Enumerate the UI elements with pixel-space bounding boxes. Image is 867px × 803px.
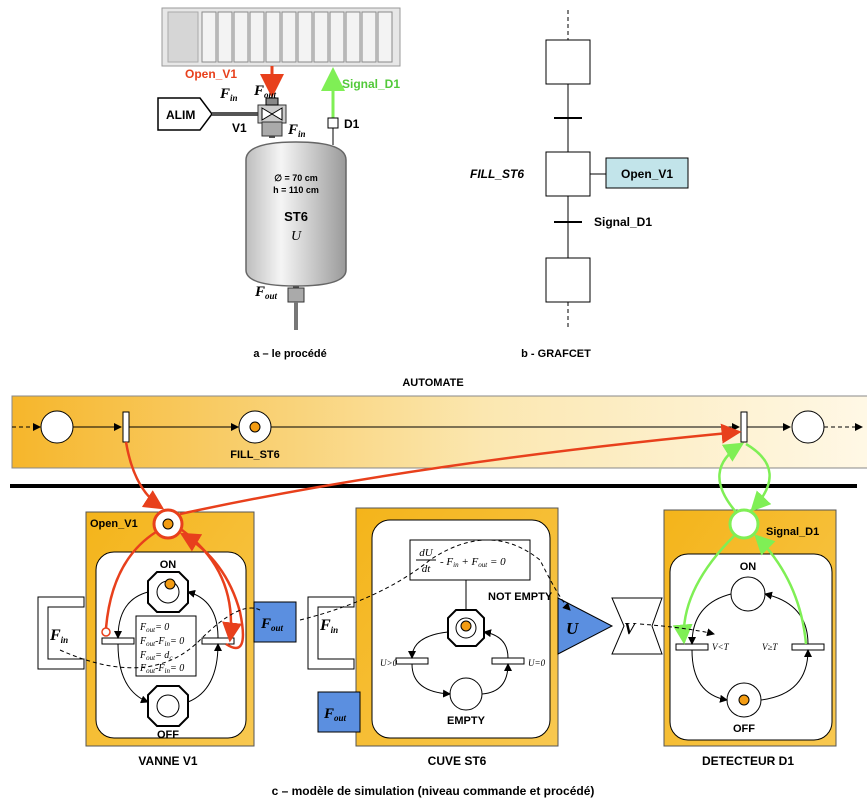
cuve-eq-den: dt — [422, 563, 432, 575]
svg-text:Fin: Fin — [49, 627, 68, 645]
d1-label: D1 — [344, 117, 360, 131]
vanne-fout-output: Fout — [253, 601, 297, 643]
valve-v1 — [257, 97, 287, 138]
vanne-on-state — [147, 571, 189, 613]
vanne-transition-left — [101, 637, 135, 645]
detecteur-t2-label: V≥T — [762, 642, 778, 652]
tank-name: ST6 — [284, 209, 308, 224]
automate-transition-2 — [740, 411, 748, 443]
svg-text:Fout: Fout — [323, 706, 347, 723]
d1-sensor — [327, 117, 339, 129]
signal-d1-label: Signal_D1 — [342, 77, 400, 91]
cuve-fout-input: Fout — [317, 691, 361, 733]
grafcet-step-label: FILL_ST6 — [470, 167, 524, 181]
fin-label-b: Fin — [287, 122, 306, 139]
caption-a: a – le procédé — [253, 348, 326, 360]
fin-label-a: Fin — [219, 86, 238, 103]
detecteur-signal-place — [728, 508, 760, 540]
detecteur-on-state — [730, 576, 766, 612]
cuve-eq-rest: - Fin + Fout = 0 — [440, 556, 506, 569]
detecteur-d1-panel: Signal_D1 ON OFF V<T V≥T DETECTEUR D1 — [663, 508, 837, 768]
cuve-transition-right — [491, 657, 525, 665]
fout-label-a: Fout — [253, 83, 277, 100]
detecteur-transition-left — [675, 643, 709, 651]
vanne-place-label: Open_V1 — [90, 518, 138, 530]
caption-vanne: VANNE V1 — [138, 754, 197, 768]
automate-band: AUTOMATE FILL_ST6 — [11, 377, 867, 469]
detecteur-place-label: Signal_D1 — [766, 526, 819, 538]
v1-label: V1 — [232, 121, 247, 135]
process-schematic: Open_V1 Signal_D1 ALIM Fin Fout V1 Fin D… — [157, 7, 401, 360]
alim-block — [157, 97, 213, 131]
cuve-not-empty-state — [447, 609, 485, 647]
grafcet-action-label: Open_V1 — [621, 167, 673, 181]
cuve-u-eq-label: U=0 — [528, 658, 546, 668]
plc-rack — [161, 7, 401, 67]
vanne-eq-2: Fout-Fin= 0 — [139, 636, 184, 648]
detecteur-on-label: ON — [740, 561, 757, 573]
tank-dims-2: h = 110 cm — [273, 185, 319, 195]
open-v1-label: Open_V1 — [185, 67, 237, 81]
detecteur-v-input: V — [611, 597, 663, 655]
cuve-empty-label: EMPTY — [447, 715, 486, 727]
fout-label-tank: Fout — [254, 284, 278, 301]
cuve-u-output: U — [557, 597, 614, 655]
cuve-empty-state — [449, 677, 483, 711]
caption-detecteur: DETECTEUR D1 — [702, 754, 794, 768]
automate-title: AUTOMATE — [402, 377, 463, 389]
tank-var: U — [291, 229, 302, 244]
automate-place-3 — [791, 410, 825, 444]
svg-text:U: U — [566, 619, 579, 638]
grafcet-step-3 — [545, 257, 591, 303]
vanne-eq-1: Fout= 0 — [139, 622, 169, 634]
cuve-st6-panel: dU dt - Fin + Fout = 0 NOT EMPTY EMPTY U… — [355, 507, 559, 768]
caption-c: c – modèle de simulation (niveau command… — [272, 784, 595, 798]
caption-cuve: CUVE ST6 — [428, 754, 487, 768]
svg-text:Fout: Fout — [260, 616, 284, 633]
tank-st6 — [245, 141, 347, 330]
detecteur-off-label: OFF — [733, 723, 755, 735]
grafcet: FILL_ST6 Open_V1 Signal_D1 b - GRAFCET — [470, 10, 689, 360]
automate-transition-1 — [122, 411, 130, 443]
vanne-eq-3: Fout= dc — [139, 650, 173, 662]
cuve-eq-num: dU — [419, 547, 434, 559]
caption-b: b - GRAFCET — [521, 348, 591, 360]
grafcet-action-box — [605, 157, 689, 189]
detecteur-transition-right — [791, 643, 825, 651]
tank-dims-1: ∅ = 70 cm — [274, 173, 318, 183]
svg-text:V: V — [624, 619, 637, 638]
automate-place-label: FILL_ST6 — [230, 449, 280, 461]
vanne-on-label: ON — [160, 559, 177, 571]
grafcet-transition-label: Signal_D1 — [594, 215, 652, 229]
vanne-v1-panel: Open_V1 ON OFF Fout= 0 Fout-Fin= 0 Fout=… — [85, 508, 255, 768]
grafcet-step-1 — [545, 39, 591, 85]
cross-arcs — [59, 423, 772, 669]
cuve-transition-left — [395, 657, 429, 665]
vanne-fin-input: Fin — [37, 596, 85, 670]
grafcet-step-fill — [545, 151, 591, 197]
vanne-off-label: OFF — [157, 729, 179, 741]
svg-text:Fin: Fin — [319, 617, 338, 635]
cuve-u-gt-label: U>0 — [380, 658, 398, 668]
alim-label: ALIM — [166, 108, 195, 122]
automate-token — [249, 421, 261, 433]
cuve-not-empty-label: NOT EMPTY — [488, 591, 553, 603]
vanne-off-state — [147, 685, 189, 727]
automate-place-1 — [40, 410, 74, 444]
cuve-fin-input: Fin — [307, 596, 355, 670]
detecteur-t1-label: V<T — [712, 642, 730, 652]
vanne-eq-4: Fout-Fin= 0 — [139, 663, 184, 675]
